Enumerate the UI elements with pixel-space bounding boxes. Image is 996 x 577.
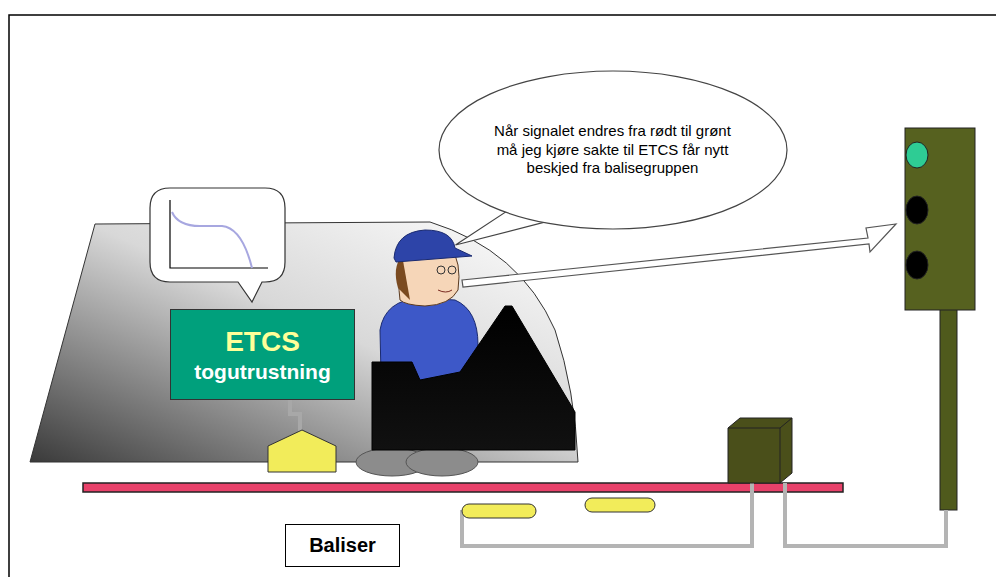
train-body xyxy=(30,222,578,462)
bubble-body xyxy=(439,71,787,229)
signal-light xyxy=(906,196,928,224)
label-box: Baliser xyxy=(285,524,400,567)
driver-mouth xyxy=(438,290,452,292)
rail xyxy=(83,483,843,492)
bubble-seam xyxy=(527,198,560,219)
balise xyxy=(462,504,536,518)
etcs-box: ETCStogutrustning xyxy=(170,309,355,400)
antenna-wire xyxy=(290,400,300,432)
balise-wire xyxy=(462,483,752,546)
lineside-cabinet xyxy=(728,418,792,483)
signal-post xyxy=(940,300,957,510)
graph-axes xyxy=(170,200,268,268)
node-text: ETCS xyxy=(225,324,300,359)
node-text: Når signalet endres fra rødt til grønt m… xyxy=(488,122,738,178)
green-light xyxy=(906,142,928,168)
wheel xyxy=(406,448,478,476)
signal-wire xyxy=(785,483,946,546)
speech-bubble: Når signalet endres fra rødt til grønt m… xyxy=(438,70,788,230)
curve-bubble xyxy=(150,188,285,302)
driver-glasses xyxy=(448,266,456,274)
signal-head xyxy=(905,128,975,310)
driver-glasses xyxy=(437,266,445,274)
node-text: Baliser xyxy=(309,533,376,558)
cabinet-edge xyxy=(728,418,792,483)
frame xyxy=(9,15,996,577)
sight-arrow xyxy=(462,224,896,287)
train-antenna xyxy=(268,430,336,472)
driver-cap xyxy=(394,230,472,262)
signal-light xyxy=(906,251,928,279)
driver-seat xyxy=(372,306,575,450)
node-subtext: togutrustning xyxy=(194,359,330,385)
balise xyxy=(585,498,655,512)
braking-curve xyxy=(172,212,252,268)
